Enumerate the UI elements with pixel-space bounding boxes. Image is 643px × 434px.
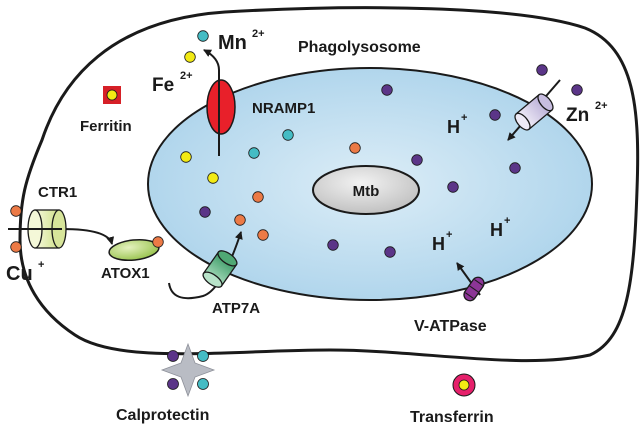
- ferritin-iron-dot: [106, 89, 118, 101]
- atp7a-transporter: [202, 250, 238, 288]
- fe-ion-dot: [184, 51, 196, 63]
- mtb-label: Mtb: [353, 183, 380, 200]
- zn-ion-dot: [536, 64, 548, 76]
- h-plus-charge-3: +: [446, 229, 452, 241]
- fe-charge: 2+: [180, 70, 193, 82]
- nramp1-transporter: [206, 79, 236, 135]
- mn-ion-dot: [248, 147, 260, 159]
- cu-charge: +: [38, 259, 44, 271]
- atp7a-label: ATP7A: [212, 300, 260, 317]
- mn-ion-dot: [282, 129, 294, 141]
- h-plus-label-2: H: [490, 220, 503, 240]
- h-plus-label-1: H: [447, 117, 460, 137]
- zn-ion-dot: [447, 181, 459, 193]
- cu-label: Cu: [6, 263, 33, 285]
- ctr1-label: CTR1: [38, 184, 77, 201]
- atox1-label: ATOX1: [101, 265, 150, 282]
- cu-ion-dot: [10, 241, 22, 253]
- zn-transporter: [514, 93, 554, 131]
- zn-ion-dot: [327, 239, 339, 251]
- zn-ion-dot: [384, 246, 396, 258]
- transferrin-label: Transferrin: [410, 409, 494, 426]
- calprotectin-label: Calprotectin: [116, 407, 209, 424]
- calprotectin-icon: [160, 342, 216, 398]
- cu-ion-dot: [349, 142, 361, 154]
- mn-charge: 2+: [252, 28, 265, 40]
- fe-label: Fe: [152, 75, 174, 96]
- mn-label: Mn: [218, 32, 247, 54]
- cu-ion-dot: [257, 229, 269, 241]
- zn-charge: 2+: [595, 100, 608, 112]
- zn-ion-dot: [571, 84, 583, 96]
- zn-label: Zn: [566, 105, 589, 126]
- zn-ion-dot: [381, 84, 393, 96]
- cu-ion-dot: [234, 214, 246, 226]
- nramp1-label: NRAMP1: [252, 100, 315, 117]
- mn-ion-dot: [197, 30, 209, 42]
- ferritin-label: Ferritin: [80, 118, 132, 135]
- zn-ion-dot: [411, 154, 423, 166]
- mtb-bacterium: [312, 165, 420, 215]
- zn-ion-dot: [489, 109, 501, 121]
- zn-ion-dot: [199, 206, 211, 218]
- phagolysosome-label: Phagolysosome: [298, 39, 421, 56]
- fe-ion-dot: [207, 172, 219, 184]
- v-atpase-label: V-ATPase: [414, 318, 487, 335]
- cu-ion-dot: [152, 236, 164, 248]
- zn-ion-dot: [509, 162, 521, 174]
- cu-ion-dot: [10, 205, 22, 217]
- transferrin-icon: [452, 373, 476, 397]
- h-plus-charge-1: +: [461, 112, 467, 124]
- v-atpase-pump: [463, 276, 485, 302]
- cu-ion-dot: [252, 191, 264, 203]
- h-plus-charge-2: +: [504, 215, 510, 227]
- metal-ions: [10, 30, 583, 258]
- nramp1-arrow: [203, 49, 220, 156]
- h-plus-label-3: H: [432, 234, 445, 254]
- fe-ion-dot: [180, 151, 192, 163]
